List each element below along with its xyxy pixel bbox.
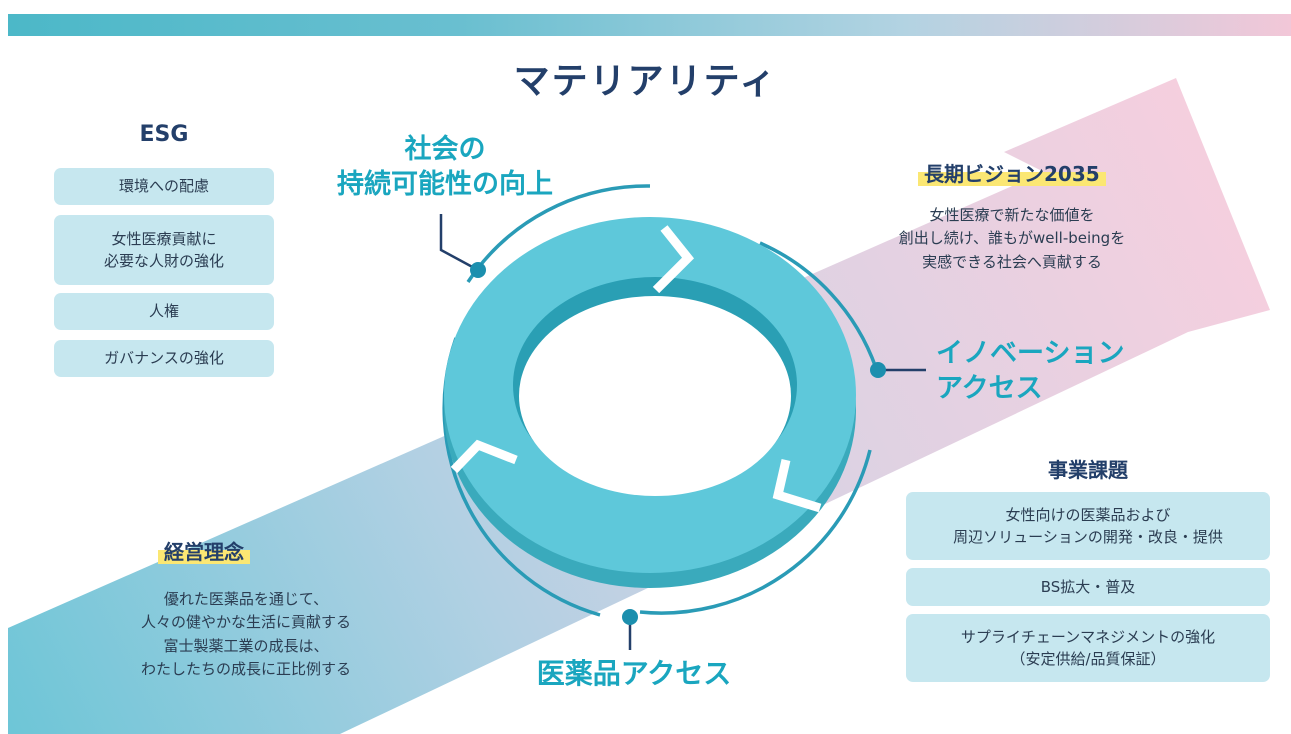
esg-item-governance: ガバナンスの強化 xyxy=(54,340,274,377)
philosophy-text: 優れた医薬品を通じて、 人々の健やかな生活に貢献する 富士製薬工業の成長は、 わ… xyxy=(140,590,351,678)
esg-item-environment: 環境への配慮 xyxy=(54,168,274,205)
top-gradient-bar xyxy=(8,14,1291,36)
business-item-supply-chain: サプライチェーンマネジメントの強化 （安定供給/品質保証） xyxy=(906,614,1270,682)
business-item-bs-expansion: BS拡大・普及 xyxy=(906,568,1270,606)
cycle-label-social-sustainability: 社会の 持続可能性の向上 xyxy=(337,134,553,201)
vision-tag: 長期ビジョン2035 xyxy=(918,160,1106,188)
esg-heading: ESG xyxy=(139,122,189,147)
vision-text: 女性医療で新たな価値を 創出し続け、誰もがwell-beingを 実感できる社会… xyxy=(898,206,1126,271)
cycle-ring xyxy=(444,217,856,588)
business-heading: 事業課題 xyxy=(1048,458,1128,482)
esg-item-talent: 女性医療貢献に 必要な人財の強化 xyxy=(54,215,274,285)
cycle-label-innovation-access: イノベーション アクセス xyxy=(936,338,1125,405)
philosophy-tag: 経営理念 xyxy=(158,538,250,566)
cycle-label-medicine-access: 医薬品アクセス xyxy=(536,657,732,690)
page-title: マテリアリティ xyxy=(513,61,778,102)
connectors xyxy=(439,214,926,650)
business-item-womens-health: 女性向けの医薬品および 周辺ソリューションの開発・改良・提供 xyxy=(906,492,1270,560)
esg-item-human-rights: 人権 xyxy=(54,293,274,330)
